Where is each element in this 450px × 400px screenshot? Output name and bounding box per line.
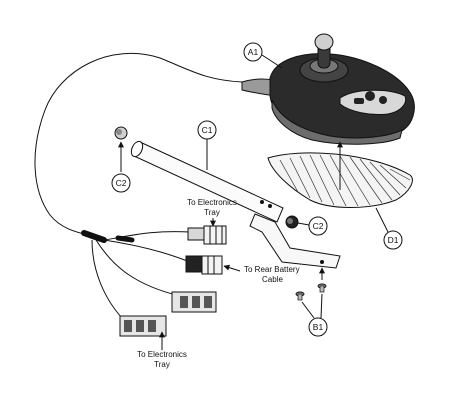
screw-right: [317, 283, 327, 293]
harness-branch-bottom: [91, 239, 123, 319]
label-rear-battery-line1: To Rear Battery: [244, 265, 300, 274]
harness-junction: [81, 230, 135, 243]
connector-electronics-tray-top: [187, 225, 227, 245]
callout-a1-leader: [261, 54, 283, 69]
callout-c2-right-circle: [308, 216, 328, 236]
screw-left: [295, 291, 305, 301]
connector-rear-battery: [185, 255, 223, 275]
callout-c2-right-leader: [297, 222, 310, 226]
end-cap-right: [285, 215, 299, 229]
callout-c2-right: C2: [313, 221, 324, 231]
label-rear-battery-line2: Cable: [262, 275, 283, 284]
callout-a1: A1: [248, 47, 259, 57]
callout-b1: B1: [313, 322, 324, 332]
label-electronics-tray-bottom-line2: Tray: [154, 360, 170, 369]
callout-b1-leader-right: [320, 293, 323, 319]
harness-branch-lower: [95, 239, 181, 297]
connector-electronics-tray-bottom-lower: [119, 315, 167, 337]
callout-c2-left-circle: [111, 173, 131, 193]
connector-electronics-tray-bottom-upper: [171, 291, 217, 313]
callout-c2-left: C2: [116, 178, 127, 188]
label-electronics-tray-top-line2: Tray: [204, 208, 220, 217]
callout-d1: D1: [388, 235, 399, 245]
callout-d1-leader: [375, 207, 389, 233]
end-cap-left: [114, 126, 128, 140]
callout-b1-leader-left: [301, 301, 315, 319]
label-rear-battery-arrow: [223, 264, 241, 272]
joystick-controller: [241, 33, 415, 145]
callout-b1-circle: [308, 317, 328, 337]
mounting-tube: [130, 140, 284, 223]
label-electronics-tray-bottom-line1: To Electronics: [137, 350, 187, 359]
label-electronics-tray-top-line1: To Electronics: [187, 198, 237, 207]
main-harness-cable: [34, 53, 243, 237]
callout-c1: C1: [202, 125, 213, 135]
mounting-bracket: [249, 213, 341, 269]
harness-branch-top: [103, 231, 191, 241]
callout-a1-circle: [243, 42, 263, 62]
callout-d1-circle: [383, 230, 403, 250]
harness-branch-middle: [103, 239, 191, 263]
